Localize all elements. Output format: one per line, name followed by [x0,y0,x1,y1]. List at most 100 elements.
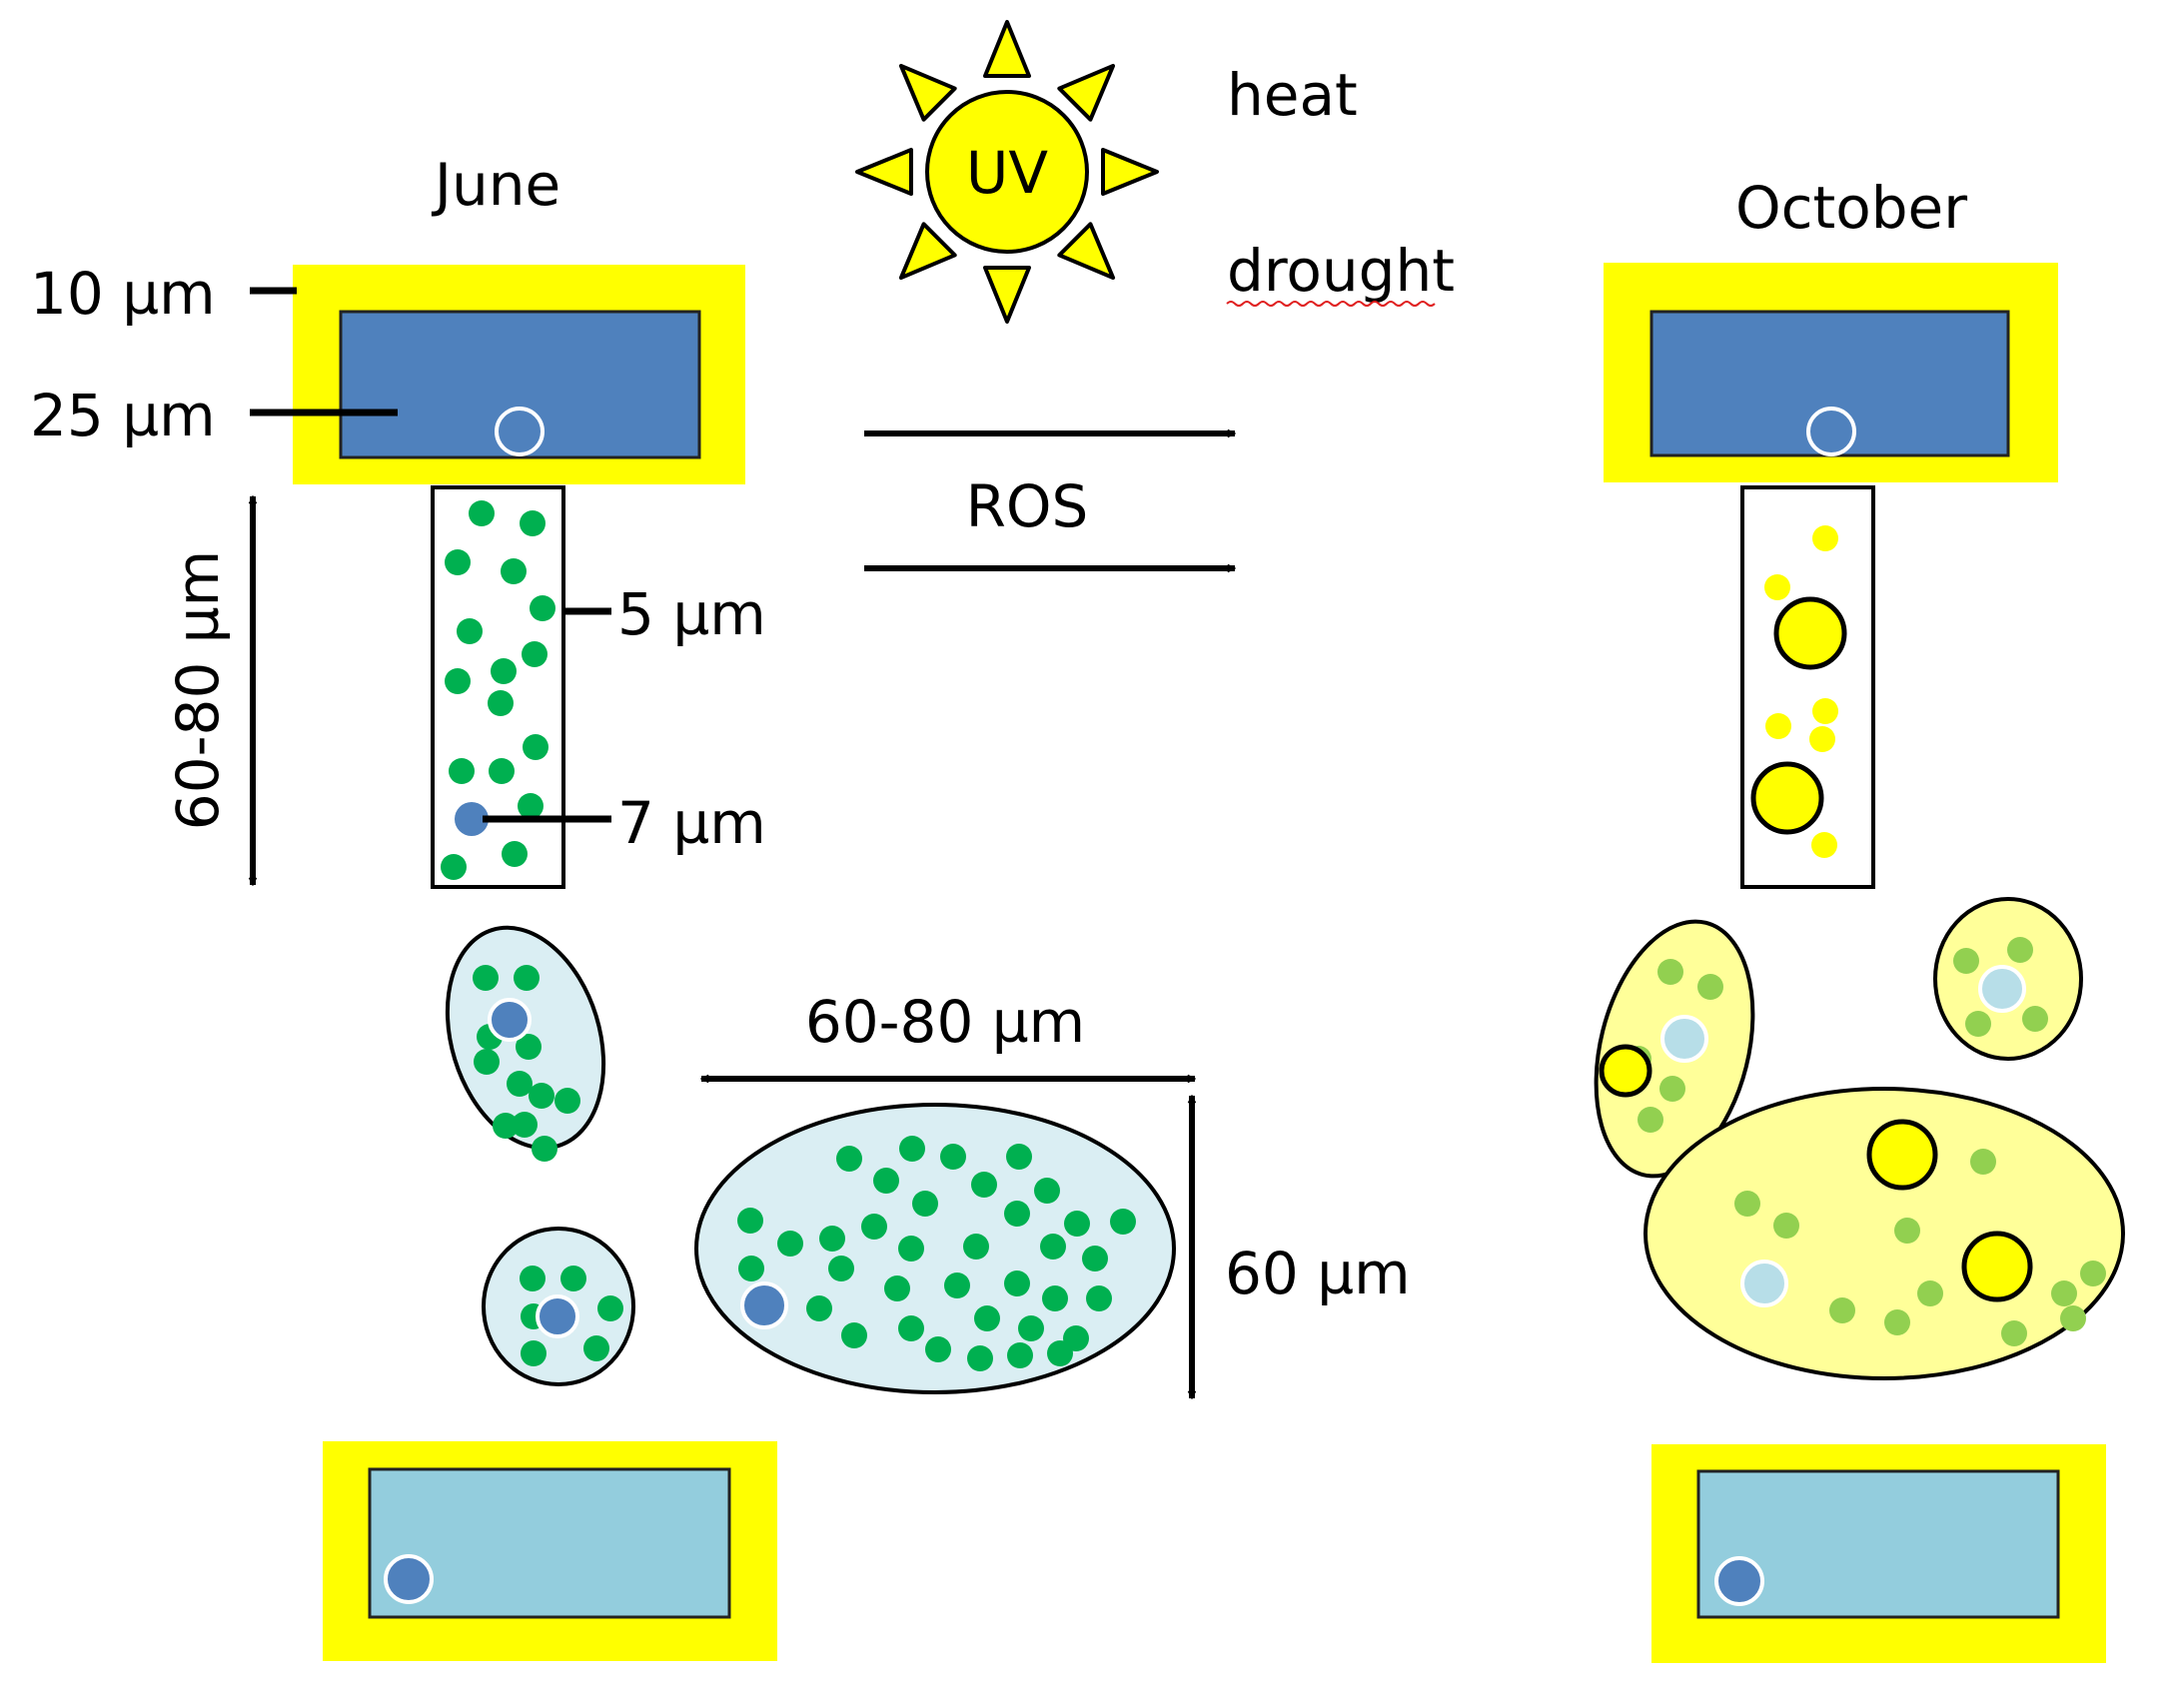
chloroplast [529,1083,554,1109]
epidermal-cell [1649,310,2010,457]
sun-disc [925,90,1089,254]
nucleus [1978,965,2026,1013]
sun-ray [898,222,957,281]
chloroplast [819,1226,845,1252]
nucleus [1740,1260,1788,1307]
chloroplast [516,1034,542,1060]
october-lower-epidermis [1651,1444,2106,1663]
chloroplast [884,1275,910,1301]
chloroplast [521,1340,546,1366]
plastoglobule [1866,1119,1938,1191]
chloroplast [1040,1234,1066,1260]
chloroplast [912,1191,938,1217]
chloroplast [514,965,540,991]
chloroplast [738,1256,764,1281]
nucleus [488,998,532,1042]
sun-ray [983,266,1031,324]
chloroplast [2080,1261,2106,1286]
chloroplast [2051,1280,2077,1306]
chloroplast [940,1144,966,1170]
june-lower-epidermis [323,1441,777,1661]
sun-ray [1057,222,1116,281]
chloroplast [532,1136,557,1162]
june-palisade-cell [431,485,565,889]
nucleus [536,1294,579,1338]
october-spongy-cell-tilted [1594,919,1755,1179]
chloroplast [449,758,475,784]
plastoglobule [1750,761,1824,835]
chloroplast [523,734,548,760]
chloroplast [2060,1305,2086,1331]
chloroplast [507,1071,533,1097]
uv-label: UV [966,139,1048,207]
chloroplast [1110,1209,1136,1235]
nucleus [1806,407,1856,456]
chloroplast [493,1113,519,1139]
sun-rays [855,20,1159,324]
chloroplast [1082,1246,1108,1271]
chloroplast [971,1172,997,1198]
plastoglobule [1599,1044,1652,1098]
dim-10um-label: 10 µm [30,260,216,328]
nucleus [384,1554,434,1604]
chloroplast [457,618,483,644]
chloroplast [1953,948,1979,974]
chloroplast [1004,1201,1030,1227]
chloroplast [944,1272,970,1298]
nucleus [740,1281,788,1329]
chloroplast [469,500,495,526]
june-upper-epidermis [293,265,745,484]
chloroplast [967,1345,993,1371]
chloroplast [445,549,471,575]
chloroplast [1734,1191,1760,1217]
sun-ray [898,63,957,122]
chloroplast [1659,1076,1685,1102]
chloroplast [1965,1011,1991,1037]
drought-spellcheck-underline [1226,301,1436,307]
chloroplast [898,1315,924,1341]
chloroplast [554,1088,580,1114]
chloroplast [1773,1213,1799,1239]
chloroplast [445,668,471,694]
chloroplast [441,854,467,880]
chloroplast [1829,1297,1855,1323]
chloroplast [1042,1285,1068,1311]
chloroplast [560,1266,586,1291]
chloroplast [836,1146,862,1172]
sun-ray [983,20,1031,78]
chloroplast [512,1112,538,1138]
nucleus [1714,1556,1764,1606]
chloroplast [520,1266,546,1291]
chloroplast [861,1214,887,1240]
chloroplast [518,793,544,819]
chloroplast [583,1335,609,1361]
chloroplast [520,510,546,536]
june-spongy-cell-tilted [445,925,606,1162]
october-spongy-cell-large [1643,1087,2125,1380]
chloroplast [522,641,547,667]
dim-7um-label: 7 µm [617,789,766,857]
chloroplast [488,690,514,716]
chloroplast [489,758,515,784]
plastoglobule [1773,596,1847,670]
chloroplast [1657,959,1683,985]
carotenoid-droplet [1812,525,1838,551]
chloroplast [530,595,555,621]
chloroplast [1047,1340,1073,1366]
june-title: June [432,151,560,219]
nucleus [495,407,545,456]
sun-ray [1057,63,1116,122]
october-spongy-cell-small [1933,897,2083,1061]
chloroplast [491,658,517,684]
sun-ray [1101,148,1159,196]
chloroplast [502,841,528,867]
chloroplast [1007,1342,1033,1368]
chloroplast [777,1231,803,1257]
june-spongy-cell-small [482,1227,635,1386]
october-title: October [1735,174,1967,242]
chloroplast [737,1208,763,1234]
chloroplast [963,1234,989,1260]
chloroplast [1884,1309,1910,1335]
